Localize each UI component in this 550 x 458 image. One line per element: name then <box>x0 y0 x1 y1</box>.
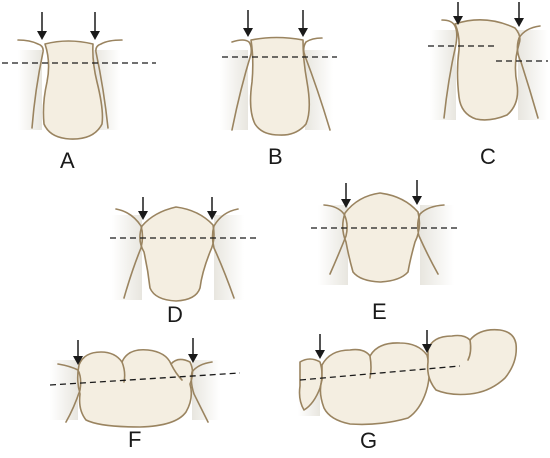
gum-line-right <box>516 25 541 119</box>
panel-label-f: F <box>128 427 141 452</box>
tooth-crown <box>341 192 421 283</box>
tooth-crown-middle <box>319 342 431 426</box>
panel-label-c: C <box>480 144 496 169</box>
arrow-icon <box>453 2 463 25</box>
gum-line-left <box>57 363 82 423</box>
arrow-icon <box>73 340 83 365</box>
cusp-groove <box>369 355 372 379</box>
contact-level-line <box>49 372 241 386</box>
gum-line-right <box>416 204 445 275</box>
shadow-right <box>305 50 333 130</box>
arrow-icon <box>412 180 422 205</box>
tooth-crown <box>139 206 215 302</box>
arrow-icon <box>138 197 148 220</box>
arrow-icon <box>298 10 308 37</box>
arrow-icon <box>188 338 198 363</box>
cusp-groove <box>170 363 183 381</box>
arrow-icon <box>514 2 524 27</box>
gum-line-right <box>302 37 331 131</box>
tooth-crown <box>249 36 311 136</box>
arrow-icon <box>207 197 217 220</box>
contact-level-line <box>299 365 461 381</box>
gum-line-right <box>211 208 239 299</box>
shadow-right <box>518 30 548 120</box>
tooth-crown <box>454 19 521 121</box>
panel-a: A <box>2 12 156 173</box>
gum-line-left <box>115 208 144 299</box>
panel-c: C <box>428 2 548 169</box>
shadow-left <box>50 360 78 420</box>
panel-g: G <box>298 328 518 453</box>
gum-line-left <box>441 19 458 119</box>
gum-line-left <box>231 39 253 131</box>
arrow-icon <box>37 12 47 40</box>
panel-label-b: B <box>268 144 283 169</box>
panel-label-d: D <box>167 302 183 327</box>
panel-label-g: G <box>360 428 377 453</box>
tooth-crown <box>76 348 194 428</box>
tooth-crown-right <box>426 328 518 396</box>
arrow-icon <box>315 334 325 359</box>
gum-line-right <box>95 39 123 129</box>
tooth-crown <box>42 40 104 140</box>
shadow-left <box>18 50 42 130</box>
shadow-right <box>192 360 220 420</box>
shadow-left <box>430 30 456 120</box>
panel-d: D <box>110 197 256 327</box>
gum-line-right <box>190 361 213 423</box>
arrow-icon <box>341 183 351 208</box>
arrow-icon <box>90 12 100 40</box>
arrow-icon <box>422 330 432 353</box>
gum-line-left <box>17 39 44 129</box>
panel-b: B <box>220 10 337 169</box>
panel-label-e: E <box>372 299 387 324</box>
cusp-groove <box>467 339 472 361</box>
arrow-icon <box>243 10 253 37</box>
panel-e: E <box>311 180 458 324</box>
panel-label-a: A <box>60 148 75 173</box>
gum-line-left <box>323 204 348 275</box>
panel-f: F <box>49 338 241 452</box>
